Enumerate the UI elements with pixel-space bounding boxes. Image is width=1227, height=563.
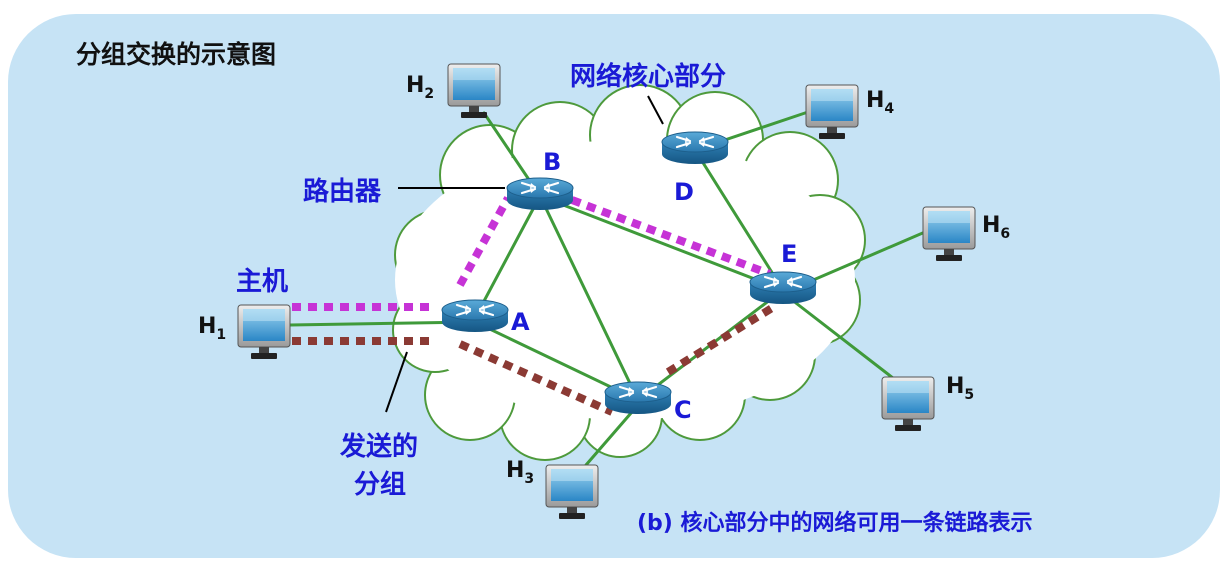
router-c[interactable] [603, 380, 673, 416]
router-b[interactable] [505, 176, 575, 212]
caption: (b) 核心部分中的网络可用一条链路表示 [637, 510, 1033, 536]
host-h3-label: H3 [506, 458, 534, 487]
router-b-label: B [543, 148, 561, 176]
link-h3-c [584, 403, 640, 467]
router-a[interactable] [440, 298, 510, 334]
host-h5-label: H5 [946, 374, 974, 403]
router-d-label: D [674, 178, 694, 206]
router-c-label: C [674, 396, 692, 424]
packet-path-brown [292, 304, 775, 416]
callout-lines [385, 95, 664, 413]
network-core-cloud [392, 84, 866, 461]
packets-label-line1: 发送的 [339, 431, 418, 462]
network-core-label: 网络核心部分 [570, 61, 726, 92]
router-label: 路由器 [303, 176, 382, 207]
link-a-b [473, 194, 542, 320]
host-h2-label: H2 [406, 73, 434, 102]
router-e[interactable] [748, 270, 818, 306]
router-d[interactable] [660, 130, 730, 166]
diagram-title: 分组交换的示意图 [76, 40, 276, 69]
links [288, 110, 927, 467]
link-b-c [538, 194, 640, 402]
link-b-e [538, 194, 785, 292]
callout-core-line [647, 95, 664, 125]
link-h5-e [781, 291, 895, 380]
host-h1-label: H1 [198, 314, 226, 343]
host-h6-label: H6 [982, 213, 1010, 242]
router-a-label: A [511, 308, 530, 336]
packets-label-line2: 分组 [354, 469, 406, 500]
router-e-label: E [781, 240, 797, 268]
host-label: 主机 [236, 267, 288, 297]
host-h4-label: H4 [866, 88, 894, 117]
packet-path-magenta [292, 196, 772, 311]
callout-packets-line [385, 351, 408, 413]
link-d-e [693, 148, 785, 292]
